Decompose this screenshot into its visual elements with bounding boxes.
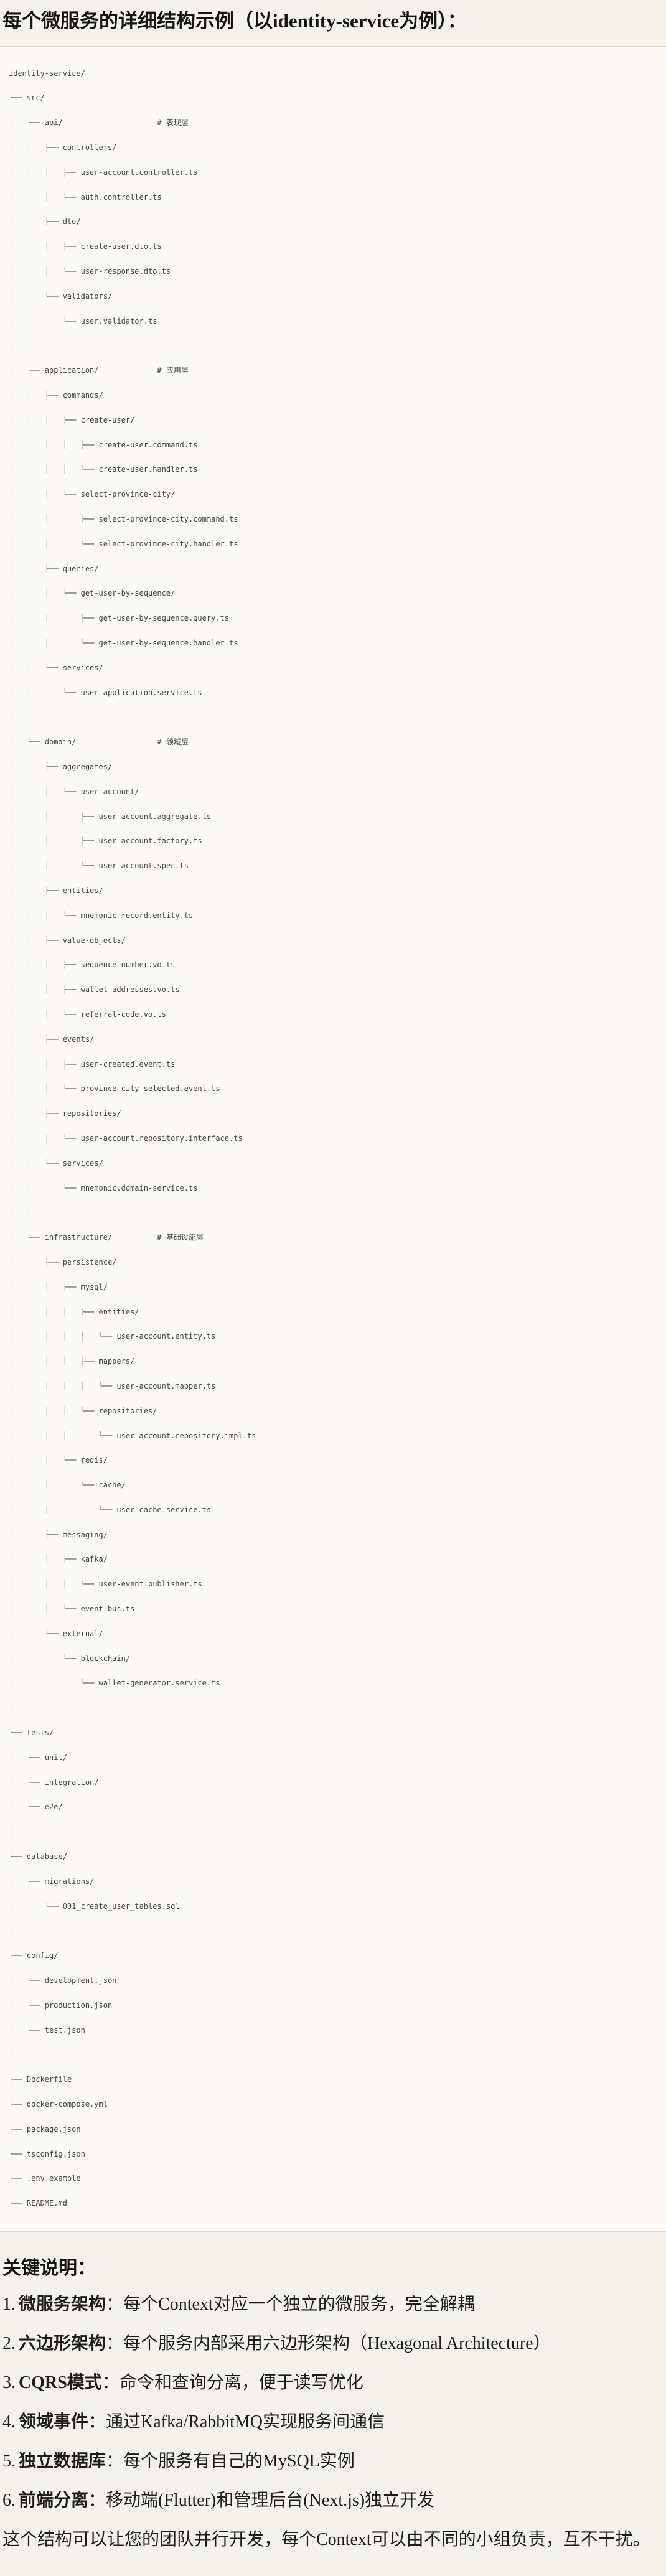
note-item-domain-events: 4.领域事件：通过Kafka/RabbitMQ实现服务间通信 [2,2411,656,2433]
note-colon: ： [88,2490,106,2510]
note-label: CQRS模式 [19,2372,102,2392]
note-label: 前端分离 [19,2490,89,2510]
note-label: 六边形架构 [19,2333,106,2353]
note-item-cqrs: 3.CQRS模式：命令和查询分离，便于读写优化 [2,2372,656,2394]
note-label: 微服务架构 [19,2294,106,2314]
note-colon: ： [106,2451,124,2471]
note-colon: ： [106,2333,124,2353]
note-number: 2. [2,2333,16,2353]
note-number: 3. [2,2372,16,2392]
note-item-hexagonal: 2.六边形架构：每个服务内部采用六边形架构（Hexagonal Architec… [2,2333,656,2355]
note-text: 命令和查询分离，便于读写优化 [119,2372,363,2392]
note-colon: ： [101,2372,120,2392]
note-item-frontend-separation: 6.前端分离：移动端(Flutter)和管理后台(Next.js)独立开发 [2,2489,656,2512]
note-text: 每个Context对应一个独立的微服务，完全解耦 [123,2294,475,2314]
key-notes-heading: 关键说明： [2,2258,96,2279]
note-number: 4. [2,2412,16,2432]
note-number: 6. [2,2490,16,2510]
note-item-microservice: 1.微服务架构：每个Context对应一个独立的微服务，完全解耦 [2,2293,656,2316]
note-number: 1. [2,2294,16,2314]
closing-paragraph: 这个结构可以让您的团队并行开发，每个Context可以由不同的小组负责，互不干扰… [2,2529,650,2549]
directory-tree-code-block: identity-service/ ├── src/ │ ├── api/ # … [0,45,666,2232]
note-text: 每个服务内部采用六边形架构（Hexagonal Architecture） [123,2333,551,2353]
note-label: 独立数据库 [19,2451,106,2471]
note-text: 移动端(Flutter)和管理后台(Next.js)独立开发 [106,2490,435,2510]
note-label: 领域事件 [19,2412,89,2432]
note-colon: ： [88,2412,106,2432]
note-number: 5. [2,2451,16,2471]
page-title: 每个微服务的详细结构示例（以identity-service为例）： [2,10,467,32]
note-text: 每个服务有自己的MySQL实例 [123,2451,355,2471]
key-notes-section: 关键说明： 1.微服务架构：每个Context对应一个独立的微服务，完全解耦 2… [0,2257,666,2576]
note-colon: ： [106,2294,124,2314]
note-text: 通过Kafka/RabbitMQ实现服务间通信 [106,2412,385,2432]
note-item-independent-db: 5.独立数据库：每个服务有自己的MySQL实例 [2,2450,656,2473]
